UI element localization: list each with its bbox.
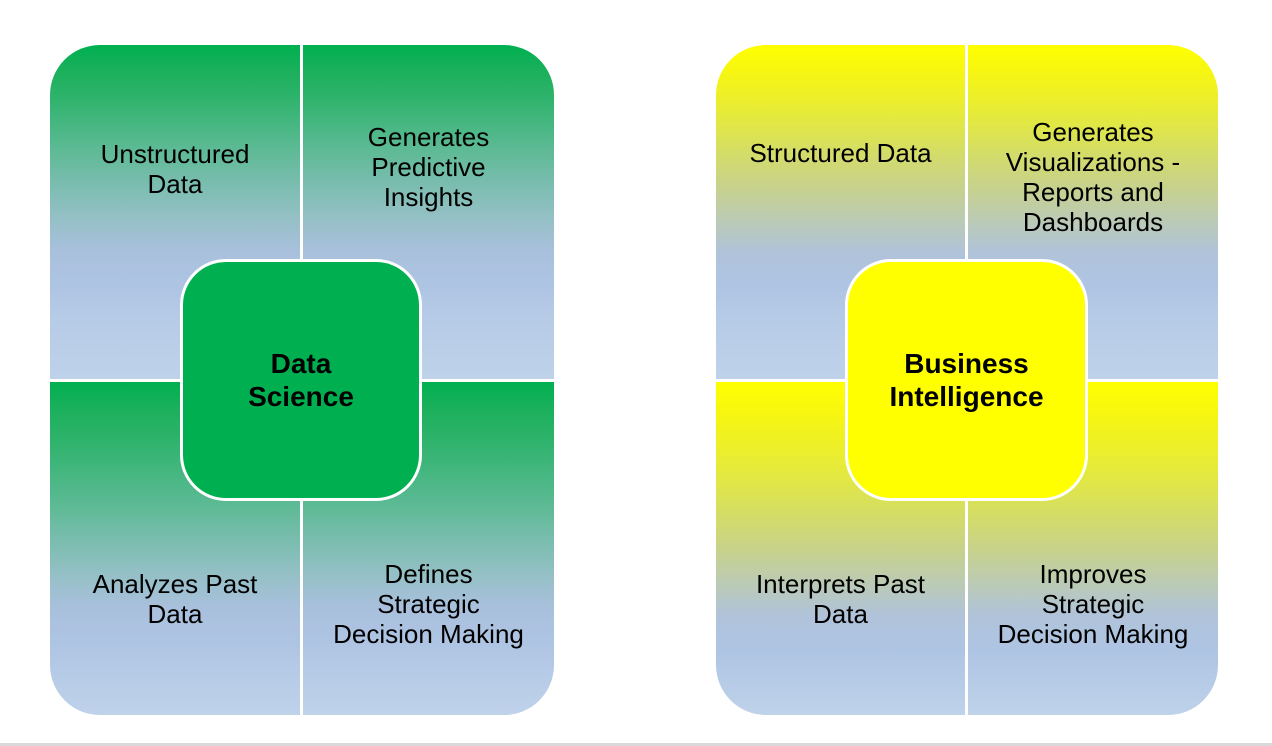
quadrant-label: Analyzes Past Data — [92, 568, 258, 629]
business-intelligence-center-box: Business Intelligence — [845, 259, 1088, 501]
bottom-divider — [0, 743, 1272, 746]
data-science-matrix: Unstructured Data Generates Predictive I… — [50, 45, 554, 715]
quadrant-label: Generates Predictive Insights — [367, 122, 490, 212]
quadrant-label: Structured Data — [749, 138, 932, 168]
data-science-quadrant-top-left: Unstructured Data — [50, 45, 300, 379]
quadrant-label: Generates Visualizations - Reports and D… — [1005, 117, 1181, 237]
quadrant-label: Defines Strategic Decision Making — [333, 558, 524, 649]
center-label: Data Science — [248, 348, 354, 412]
business-intelligence-quadrant-top-right: Generates Visualizations - Reports and D… — [968, 45, 1218, 379]
quadrant-label: Unstructured Data — [100, 139, 250, 199]
business-intelligence-matrix: Structured Data Generates Visualizations… — [716, 45, 1218, 715]
quadrant-label: Improves Strategic Decision Making — [997, 558, 1189, 649]
quadrant-label: Interprets Past Data — [755, 568, 926, 629]
data-science-center-box: Data Science — [180, 259, 422, 501]
center-label: Business Intelligence — [889, 348, 1044, 412]
